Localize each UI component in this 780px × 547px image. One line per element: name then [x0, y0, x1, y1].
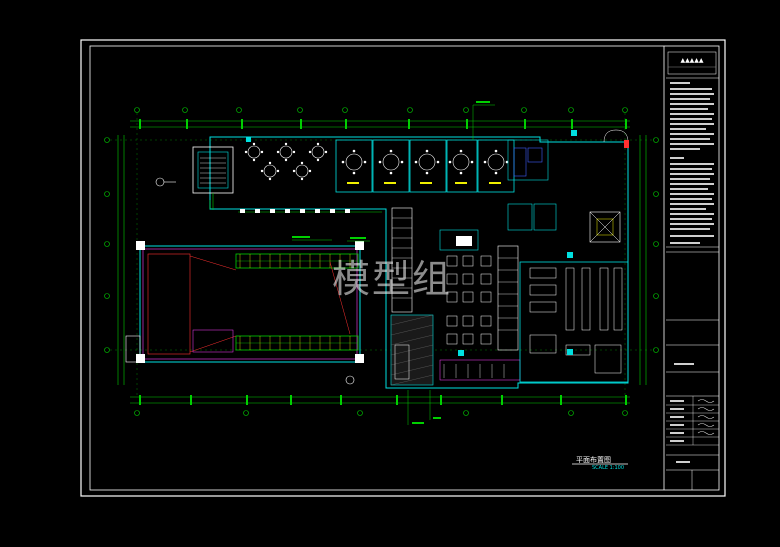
kitchen-area — [246, 129, 629, 383]
round-tables — [247, 145, 505, 178]
section-marker-icon — [345, 375, 355, 385]
corridor-markers — [240, 209, 350, 213]
plan-title: 平面布置图 — [576, 456, 611, 464]
atrium-escalators — [125, 241, 364, 363]
title-block: ▲▲▲▲▲ — [663, 46, 719, 490]
square-tables — [446, 255, 492, 345]
corridor-line — [209, 200, 382, 213]
dimension-lines — [117, 120, 647, 404]
company-logo — [667, 51, 717, 75]
signatures — [697, 399, 715, 435]
north-arrow-icon — [155, 177, 165, 187]
annotation-text — [292, 101, 490, 424]
annotation-leaders — [292, 104, 495, 425]
dimension-ticks — [139, 119, 627, 405]
signature-table — [666, 396, 719, 446]
private-dining-rooms — [335, 139, 515, 193]
plan-scale-label: SCALE 1:100 — [592, 465, 625, 471]
notes-text-block — [670, 82, 714, 244]
sheet-inner-frame — [89, 45, 720, 491]
room-labels — [347, 182, 501, 184]
sheet-outer-frame — [80, 39, 726, 497]
stair-core-left — [192, 146, 234, 210]
grid-axis-markers — [104, 107, 659, 416]
project-name-text — [674, 363, 694, 365]
chairs — [244, 142, 509, 181]
svg-text:▲▲▲▲▲: ▲▲▲▲▲ — [680, 57, 703, 64]
main-dining-hall — [390, 207, 521, 386]
watermark-logo: 模型组 — [332, 257, 453, 301]
